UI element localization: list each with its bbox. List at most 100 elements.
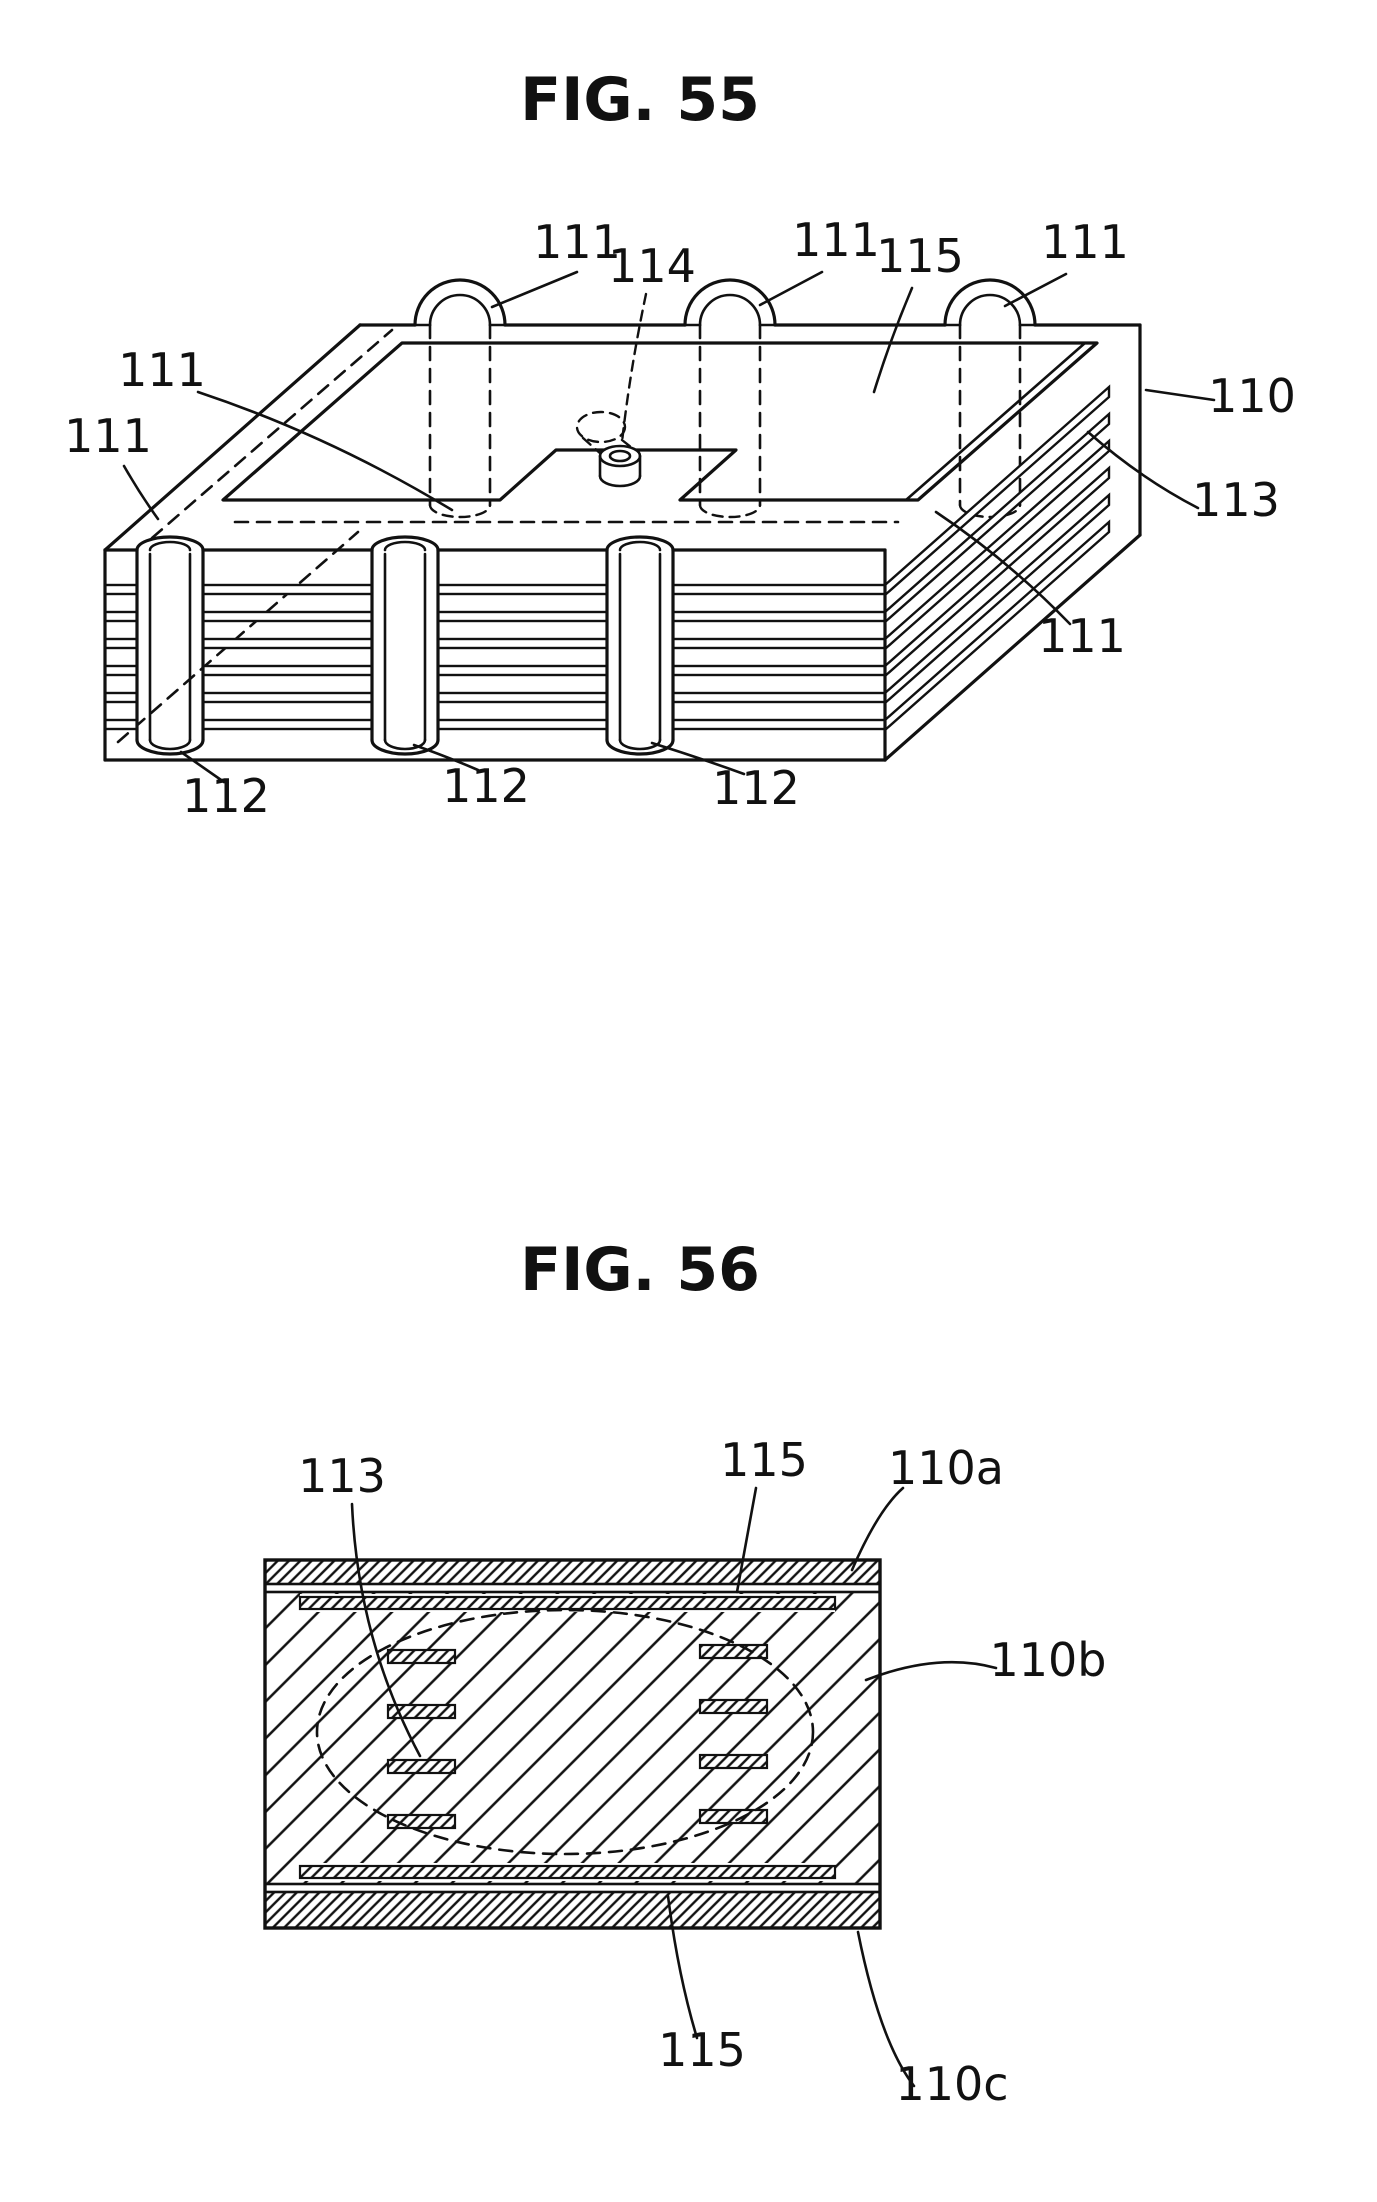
electrode-bar bbox=[698, 1698, 769, 1715]
leader-115 bbox=[872, 286, 914, 394]
via-hidden-link-a bbox=[581, 436, 603, 456]
leader-111-right bbox=[934, 510, 1072, 626]
fig55-labels: 111 114 111 115 111 111 111 110 113 111 … bbox=[64, 213, 1296, 823]
layer-bar bbox=[103, 691, 139, 704]
groove-rim-outer bbox=[370, 535, 440, 552]
layer-bar bbox=[436, 664, 609, 677]
fig55-back-castellations bbox=[413, 278, 1037, 519]
layer-bar bbox=[103, 583, 139, 596]
hidden-inner-corner bbox=[116, 530, 360, 744]
sheet-115-bottom bbox=[298, 1863, 837, 1881]
leader-111-top-left bbox=[490, 270, 579, 309]
fig55-title: FIG. 55 bbox=[520, 65, 760, 135]
layer-strip bbox=[883, 492, 1111, 706]
electrode-bar bbox=[698, 1753, 769, 1770]
layer-bar bbox=[201, 637, 374, 650]
layer-bar bbox=[201, 664, 374, 677]
label-111-left-upper: 111 bbox=[118, 343, 206, 397]
leader-110a bbox=[850, 1486, 905, 1572]
leader-113 bbox=[350, 1502, 422, 1758]
layer-bar bbox=[671, 637, 887, 650]
castellation-outer-arc bbox=[943, 278, 1037, 327]
fig56-outer-border bbox=[263, 1558, 882, 1930]
layer-bar bbox=[671, 664, 887, 677]
castellation-inner-arc bbox=[428, 293, 492, 327]
label-113: 113 bbox=[1192, 473, 1280, 527]
castellation-hidden-walls bbox=[428, 323, 492, 507]
groove-walls-outer bbox=[605, 548, 675, 742]
fig55-top-sheet bbox=[221, 341, 1099, 502]
via-top-rim bbox=[598, 444, 642, 468]
leader-114 bbox=[620, 292, 648, 444]
leader-111-top-mid bbox=[758, 270, 824, 307]
layer-bar bbox=[201, 691, 374, 704]
label-111-right: 111 bbox=[1038, 609, 1126, 663]
fig55-hidden-lines bbox=[116, 328, 900, 744]
leader-112-mid bbox=[412, 743, 480, 772]
sheet-bar bbox=[298, 1595, 837, 1611]
layer-bar bbox=[201, 718, 374, 731]
leader-115-top bbox=[735, 1486, 758, 1594]
castellation-1 bbox=[413, 278, 507, 519]
layer-bar bbox=[103, 718, 139, 731]
label-111-top-left: 111 bbox=[533, 215, 621, 269]
label-111-left-lower: 111 bbox=[64, 409, 152, 463]
castellation-hidden-walls bbox=[698, 323, 762, 507]
fig55-drawing: 111 114 111 115 111 111 111 110 113 111 … bbox=[64, 213, 1296, 823]
groove-foot-inner bbox=[383, 738, 427, 751]
groove-2 bbox=[370, 535, 440, 756]
label-115-top: 115 bbox=[720, 1433, 808, 1487]
castellation-2 bbox=[683, 278, 777, 519]
label-112-left: 112 bbox=[182, 769, 270, 823]
label-115-bottom: 115 bbox=[658, 2023, 746, 2077]
groove-walls-inner bbox=[618, 552, 662, 742]
groove-1 bbox=[135, 535, 205, 756]
leader-115-bottom bbox=[666, 1894, 699, 2040]
leader-113 bbox=[1086, 430, 1200, 510]
electrode-bar bbox=[698, 1808, 769, 1825]
label-110a: 110a bbox=[888, 1441, 1004, 1495]
groove-walls-outer bbox=[370, 548, 440, 742]
layer-strip bbox=[883, 384, 1111, 598]
groove-foot-outer bbox=[135, 738, 205, 756]
electrode-bar bbox=[386, 1703, 457, 1720]
layer-bar bbox=[436, 583, 609, 596]
label-113: 113 bbox=[298, 1449, 386, 1503]
sheet-thickness-line bbox=[904, 341, 1087, 502]
fig55-body-outline bbox=[103, 323, 1142, 762]
groove-rim-inner bbox=[618, 540, 662, 552]
fig56-title: FIG. 56 bbox=[520, 1235, 760, 1305]
dashed-region-ellipse bbox=[315, 1608, 815, 1856]
sheet-outline bbox=[221, 341, 1099, 502]
fig55-layer-bars bbox=[103, 583, 887, 731]
label-111-top-right: 111 bbox=[1041, 215, 1129, 269]
left-top-edge bbox=[103, 323, 362, 552]
layer-bar bbox=[103, 664, 139, 677]
layer-bar bbox=[103, 610, 139, 623]
groove-foot-inner bbox=[618, 738, 662, 751]
label-110b: 110b bbox=[990, 1633, 1107, 1687]
castellation-hidden-bottom bbox=[698, 503, 762, 519]
leader-112-left bbox=[179, 750, 226, 784]
electrode-bar bbox=[386, 1648, 457, 1665]
via-114 bbox=[575, 410, 642, 488]
leader-111-left-upper bbox=[196, 390, 454, 512]
layer-bar bbox=[436, 691, 609, 704]
leader-110b bbox=[864, 1660, 998, 1682]
label-110: 110 bbox=[1208, 369, 1296, 423]
groove-walls-outer bbox=[135, 548, 205, 742]
layer-bar bbox=[671, 718, 887, 731]
castellation-outer-arc bbox=[413, 278, 507, 327]
electrode-bar bbox=[698, 1643, 769, 1660]
via-hidden-pad bbox=[575, 410, 627, 444]
plate-110c bbox=[263, 1890, 882, 1930]
fig56-labels: 113 115 110a 110b 115 110c bbox=[298, 1433, 1106, 2111]
fig55-right-face-strips bbox=[883, 384, 1111, 733]
groove-foot-outer bbox=[370, 738, 440, 756]
label-110c: 110c bbox=[895, 2057, 1008, 2111]
groove-foot-outer bbox=[605, 738, 675, 756]
layer-bar bbox=[436, 637, 609, 650]
groove-3 bbox=[605, 535, 675, 756]
